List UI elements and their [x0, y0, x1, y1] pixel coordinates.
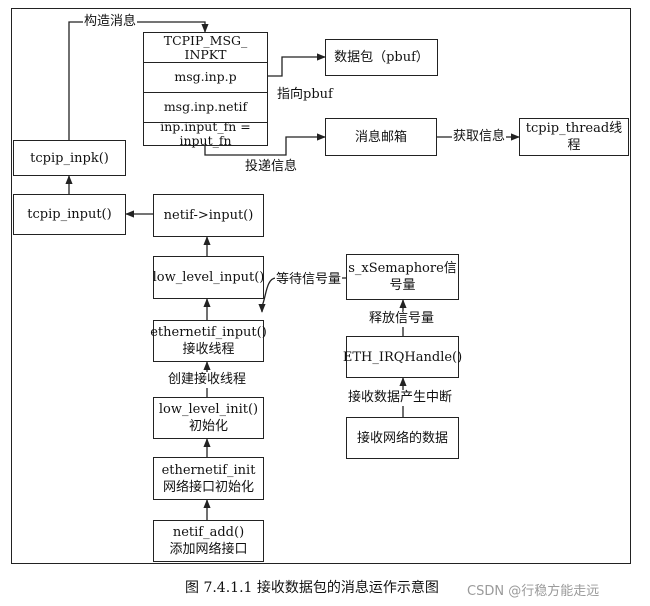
arrow-msg-to-mailbox — [204, 133, 326, 156]
label-wait-semaphore: 等待信号量 — [275, 272, 343, 288]
figure-caption: 图 7.4.1.1 接收数据包的消息运作示意图 — [185, 580, 439, 596]
semaphore-line1: s_xSemaphore信 — [348, 261, 457, 276]
netif-add-line1: netif_add() — [172, 525, 245, 540]
label-interrupt: 接收数据产生中断 — [347, 390, 454, 406]
ethernetif-init-line2: 网络接口初始化 — [162, 479, 254, 495]
low-level-init-line2: 初始化 — [188, 419, 228, 434]
ethernetif-input-line2: 接收线程 — [182, 342, 235, 357]
low-level-input-text: low_level_input() — [152, 270, 265, 285]
struct-field-netif: msg.inp.netif — [144, 92, 267, 123]
label-construct-message: 构造消息 — [83, 14, 138, 30]
low-level-init-line1: low_level_init() — [158, 402, 259, 417]
box-receive-network-data: 接收网络的数据 — [346, 417, 459, 459]
field-netif-text: msg.inp.netif — [163, 99, 248, 114]
label-create-thread: 创建接收线程 — [167, 372, 248, 388]
box-netif-input: netif->input() — [153, 194, 264, 237]
label-point-pbuf: 指向pbuf — [276, 87, 334, 103]
diagram-frame — [11, 8, 631, 564]
box-netif-add: netif_add() 添加网络接口 — [153, 520, 264, 562]
box-semaphore: s_xSemaphore信 号量 — [346, 254, 459, 300]
field-p-text: msg.inp.p — [174, 69, 237, 84]
box-tcpip-inpk: tcpip_inpk() — [13, 140, 126, 176]
tcpip-input-text: tcpip_input() — [27, 207, 112, 222]
packet-text: 数据包（pbuf） — [334, 50, 429, 65]
tcpip-msg-struct: TCPIP_MSG_ INPKT msg.inp.p msg.inp.netif… — [143, 32, 268, 148]
tcpip-thread-text: tcpip_thread线程 — [525, 121, 623, 153]
box-tcpip-input: tcpip_input() — [13, 194, 126, 235]
struct-title: TCPIP_MSG_ INPKT — [144, 33, 267, 63]
box-packet-pbuf: 数据包（pbuf） — [325, 39, 438, 76]
ethernetif-init-line1: ethernetif_init — [161, 462, 256, 478]
label-deliver-message: 投递信息 — [244, 159, 299, 175]
box-eth-irq-handler: ETH_IRQHandle() — [342, 336, 463, 378]
field-fn-line2: input_fn — [179, 133, 232, 148]
struct-field-p: msg.inp.p — [144, 62, 267, 93]
arrow-msg-p-to-pbuf — [268, 53, 326, 77]
eth-irq-text: ETH_IRQHandle() — [342, 349, 463, 365]
struct-title-line2: INPKT — [184, 46, 227, 62]
struct-field-input-fn: inp.input_fn = input_fn — [144, 119, 267, 148]
ethernetif-input-line1: ethernetif_input() — [150, 325, 267, 340]
struct-title-line1: TCPIP_MSG_ — [163, 32, 248, 48]
watermark: CSDN @行稳方能走远 — [467, 584, 600, 599]
netif-add-line2: 添加网络接口 — [169, 542, 248, 557]
recv-data-text: 接收网络的数据 — [356, 430, 448, 446]
label-get-message: 获取信息 — [452, 129, 507, 145]
box-tcpip-thread: tcpip_thread线程 — [519, 118, 629, 156]
field-fn-line1: inp.input_fn = — [160, 119, 251, 134]
netif-input-text: netif->input() — [163, 208, 254, 223]
tcpip-inpk-text: tcpip_inpk() — [30, 150, 109, 166]
box-low-level-input: low_level_input() — [153, 256, 264, 299]
box-ethernetif-input: ethernetif_input() 接收线程 — [150, 320, 267, 362]
semaphore-line2: 号量 — [389, 278, 416, 293]
label-release-semaphore: 释放信号量 — [368, 311, 436, 327]
mailbox-text: 消息邮箱 — [354, 129, 407, 145]
box-ethernetif-init: ethernetif_init 网络接口初始化 — [153, 457, 264, 500]
box-low-level-init: low_level_init() 初始化 — [153, 397, 264, 439]
box-mailbox: 消息邮箱 — [325, 118, 437, 156]
